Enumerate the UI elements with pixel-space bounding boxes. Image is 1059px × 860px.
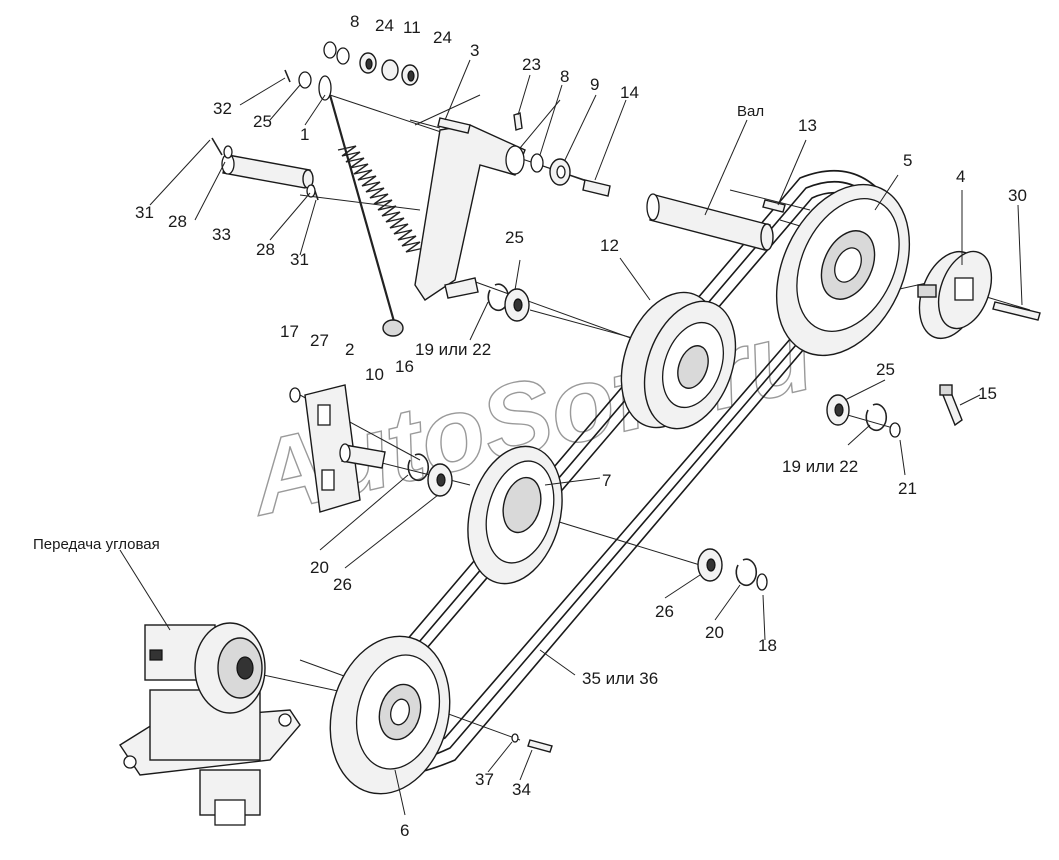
label-30: 30 (1008, 186, 1027, 205)
label-8b: 8 (560, 67, 569, 86)
label-18: 18 (758, 636, 777, 655)
label-31b: 31 (290, 250, 309, 269)
label-28b: 28 (256, 240, 275, 259)
label-25a: 25 (253, 112, 272, 131)
label-33: 33 (212, 225, 231, 244)
callout-angular-gear: Передача угловая (33, 536, 160, 553)
label-19b: 19 или 22 (782, 457, 858, 476)
lever-3 (414, 117, 526, 301)
label-25c: 25 (876, 360, 895, 379)
label-4: 4 (956, 167, 965, 186)
label-19a: 19 или 22 (415, 340, 491, 359)
label-20a: 20 (310, 558, 329, 577)
label-23: 23 (522, 55, 541, 74)
pulley-7 (467, 445, 563, 585)
bolt-15 (939, 384, 963, 427)
label-2: 2 (345, 340, 354, 359)
label-28a: 28 (168, 212, 187, 231)
label-27: 27 (310, 331, 329, 350)
label-17: 17 (280, 322, 299, 341)
angular-gear (119, 622, 301, 826)
labels: 8 24 11 24 3 23 8 9 14 32 25 1 31 28 33 … (33, 12, 1027, 840)
label-24b: 24 (433, 28, 452, 47)
pin-30 (992, 301, 1041, 321)
bracket-2 (304, 384, 386, 513)
label-26b: 26 (655, 602, 674, 621)
leader-lines (119, 59, 1023, 816)
label-34: 34 (512, 780, 531, 799)
small-parts (211, 41, 901, 753)
label-25b: 25 (505, 228, 524, 247)
label-13: 13 (798, 116, 817, 135)
callout-shaft: Вал (737, 103, 764, 120)
label-9: 9 (590, 75, 599, 94)
label-37: 37 (475, 770, 494, 789)
label-5: 5 (903, 151, 912, 170)
label-31a: 31 (135, 203, 154, 222)
label-1: 1 (300, 125, 309, 144)
label-16: 16 (395, 357, 414, 376)
label-20b: 20 (705, 623, 724, 642)
label-26a: 26 (333, 575, 352, 594)
pin-33 (221, 153, 314, 189)
label-10: 10 (365, 365, 384, 384)
label-21: 21 (898, 479, 917, 498)
bolt-13 (762, 199, 786, 213)
label-24a: 24 (375, 16, 394, 35)
label-35: 35 или 36 (582, 669, 658, 688)
pulley-6 (329, 635, 451, 795)
label-11: 11 (403, 18, 421, 37)
label-8a: 8 (350, 12, 359, 31)
label-6: 6 (400, 821, 409, 840)
label-3: 3 (470, 41, 479, 60)
label-15: 15 (978, 384, 997, 403)
label-7: 7 (602, 471, 611, 490)
pulley-12 (620, 291, 737, 430)
pulley-5 (775, 183, 911, 357)
label-14: 14 (620, 83, 639, 102)
spring-tensioner-1 (318, 75, 425, 337)
label-32: 32 (213, 99, 232, 118)
label-12: 12 (600, 236, 619, 255)
shaft (646, 193, 774, 251)
hub-4 (917, 250, 993, 340)
